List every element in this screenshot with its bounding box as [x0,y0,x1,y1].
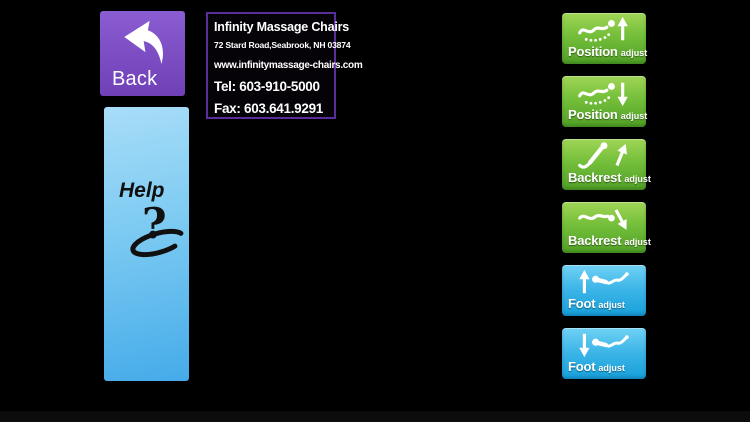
button-sublabel: adjust [624,174,651,184]
recline-position-up-icon [578,16,628,42]
button-label: Foot [568,359,596,374]
footrest-down-icon [579,333,629,358]
button-label: Backrest [568,170,622,185]
back-arrow-icon [124,20,163,64]
button-sublabel: adjust [598,363,625,373]
question-mark-swoosh-icon: ? [128,203,188,261]
button-sublabel: adjust [620,48,648,58]
button-label: Backrest [568,233,622,248]
button-label: Position [568,107,618,122]
back-button-label: Back [112,68,158,90]
button-sublabel: adjust [620,111,648,121]
backrest-down-icon [578,209,627,230]
back-button[interactable]: Back [100,11,185,96]
contact-info-card: Infinity Massage Chairs 72 Stard Road,Se… [206,12,363,119]
button-sublabel: adjust [624,237,651,247]
bottom-bar [0,411,750,422]
help-label: Help [119,179,165,202]
footrest-up-icon [579,269,629,294]
button-label: Foot [568,296,596,311]
company-fax: Fax: 603.641.9291 [214,101,323,116]
recline-position-down-icon [578,82,628,107]
help-button[interactable]: Help ? [104,107,189,381]
button-sublabel: adjust [598,300,625,310]
company-name: Infinity Massage Chairs [214,20,350,34]
company-address: 72 Stard Road,Seabrook, NH 03874 [214,40,351,50]
backrest-up-icon [578,142,627,169]
button-label: Position [568,44,618,59]
company-phone: Tel: 603-910-5000 [214,79,320,94]
company-website: www.infinitymassage-chairs.com [214,60,363,71]
